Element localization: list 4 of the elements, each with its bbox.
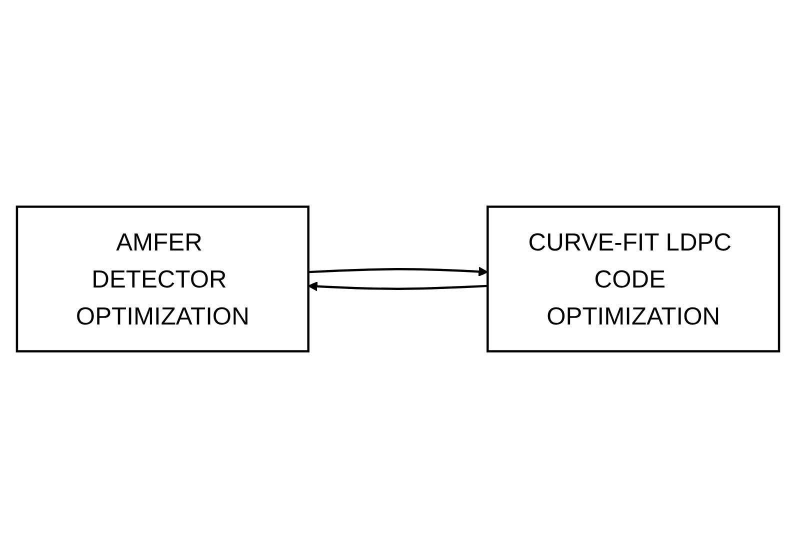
arrow [308, 281, 488, 292]
arrow [308, 266, 488, 277]
node-box: AMFER DETECTOR OPTIMIZATION [16, 206, 310, 352]
node-box: CURVE-FIT LDPC CODE OPTIMIZATION [486, 206, 780, 352]
